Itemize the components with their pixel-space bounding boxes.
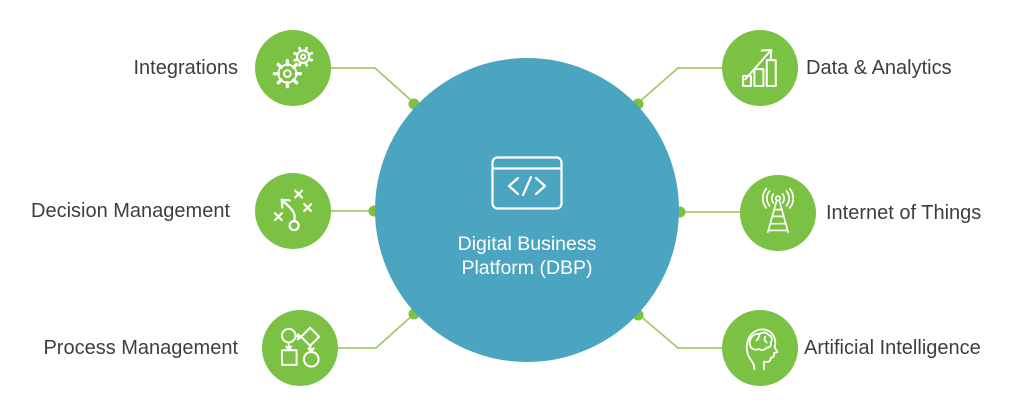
radio-tower-icon: [762, 187, 794, 233]
head-brain-icon: [745, 328, 779, 371]
strategy-icon: [273, 189, 313, 232]
node-artificial-intelligence: [722, 310, 798, 386]
connector-line: [637, 67, 722, 104]
node-data-analytics: [722, 30, 798, 106]
label-integrations: Integrations: [133, 57, 238, 79]
gears-icon: [272, 46, 314, 89]
node-process-management: [262, 310, 338, 386]
connector-line: [331, 67, 415, 104]
label-internet-of-things: Internet of Things: [826, 202, 982, 224]
label-data-analytics: Data & Analytics: [806, 57, 952, 79]
code-window-icon: [491, 156, 563, 210]
bar-chart-arrow-icon: [742, 48, 777, 88]
node-internet-of-things: [740, 175, 816, 251]
label-artificial-intelligence: Artificial Intelligence: [804, 337, 981, 359]
label-process-management: Process Management: [43, 337, 238, 359]
connector-line: [338, 313, 415, 349]
connector-line: [637, 313, 722, 349]
flowchart-icon: [280, 326, 321, 368]
node-decision-management: [255, 173, 331, 249]
node-integrations: [255, 30, 331, 106]
center-hub-title: Digital Business Platform (DBP): [457, 233, 597, 279]
label-decision-management: Decision Management: [31, 200, 230, 222]
center-hub-circle: Digital Business Platform (DBP): [375, 58, 679, 362]
